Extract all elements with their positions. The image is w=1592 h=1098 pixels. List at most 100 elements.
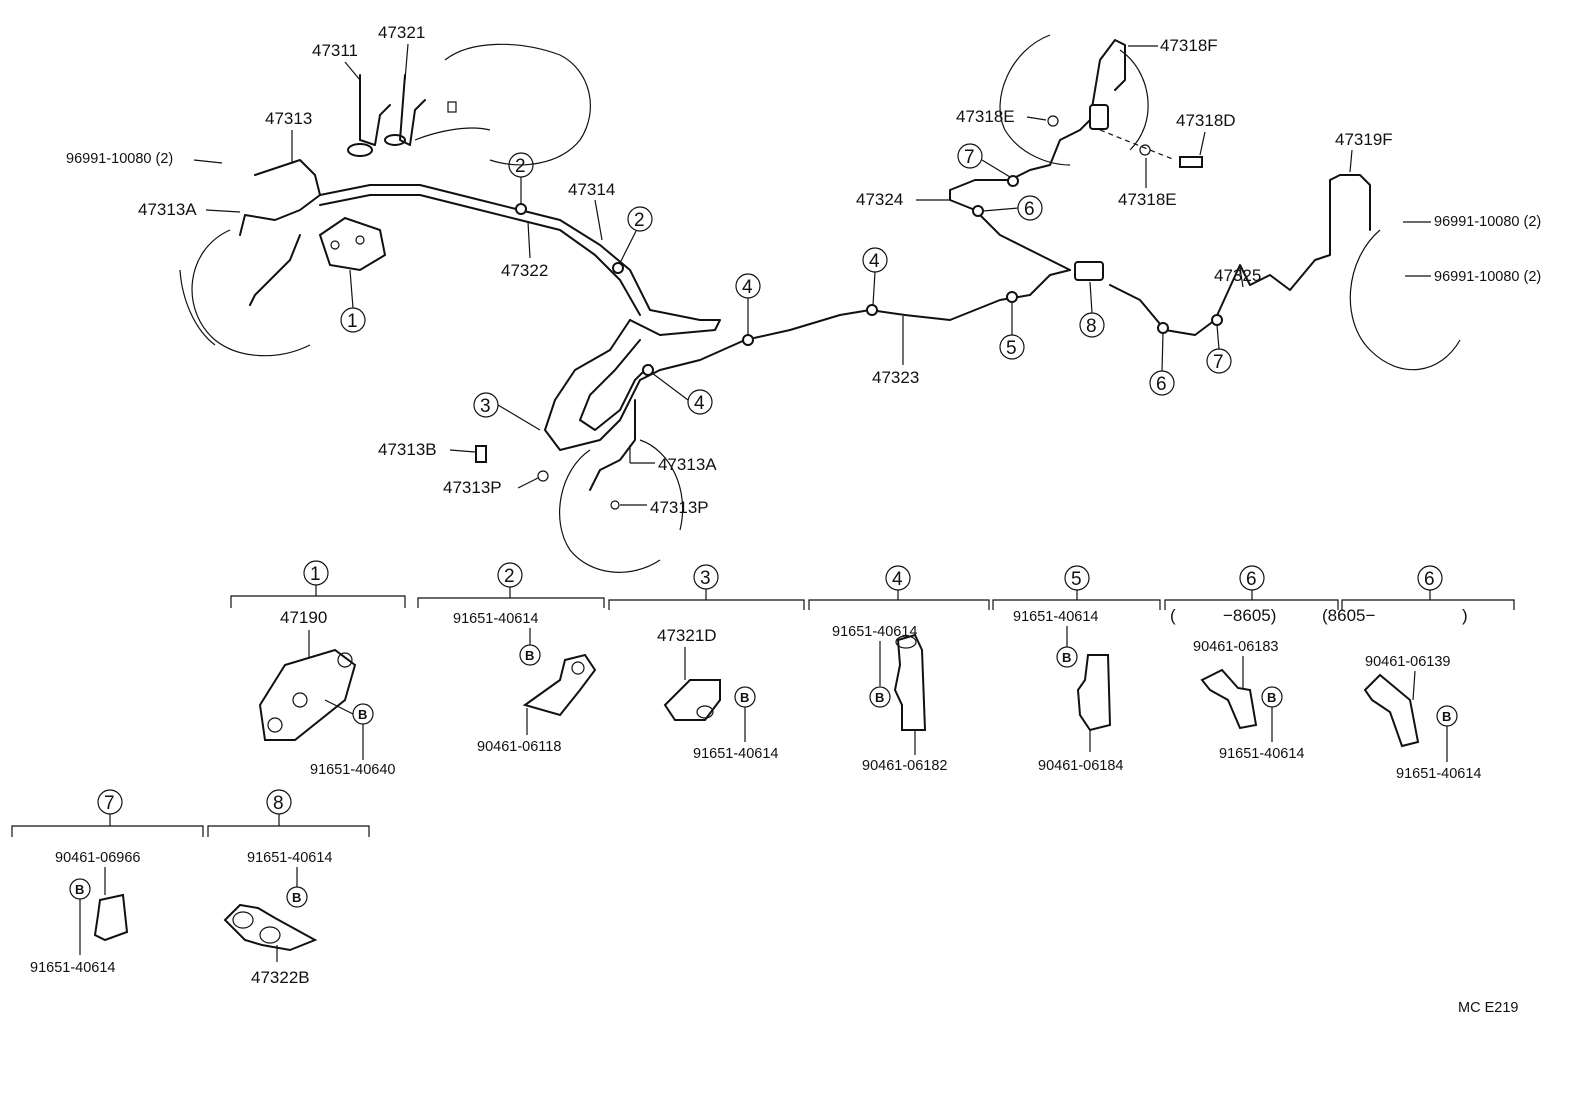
label-47318E-top: 47318E	[956, 107, 1015, 126]
callout-5-upper: 5	[999, 302, 1025, 360]
diagram-code: MC E219	[1458, 1000, 1518, 1016]
detail-5-bolt: 91651-40614	[1013, 609, 1098, 625]
svg-text:6: 6	[1156, 374, 1167, 395]
detail-1: 1 47190 B 91651-40640	[230, 560, 406, 778]
svg-text:B: B	[292, 890, 301, 905]
callout-7-upper-a: 7	[957, 143, 1011, 178]
callout-7-upper-b: 7	[1206, 324, 1232, 374]
label-47322: 47322	[501, 261, 548, 280]
label-47323: 47323	[872, 368, 919, 387]
callout-6-upper-a: 6	[982, 195, 1043, 221]
proportioning-valve	[318, 216, 387, 272]
svg-text:B: B	[1442, 709, 1451, 724]
callout-6-upper-b: 6	[1149, 332, 1175, 396]
detail-6a-clamp: 90461-06183	[1193, 639, 1278, 655]
label-47313P-right: 47313P	[650, 498, 709, 517]
detail-6b-bolt: 91651-40614	[1396, 766, 1481, 782]
detail-7-clamp: 90461-06966	[55, 850, 140, 866]
detail-6b-range-close: )	[1462, 606, 1468, 625]
clip-markers	[515, 175, 1223, 376]
detail-2-clamp: 90461-06118	[477, 739, 561, 755]
detail-8: 8 91651-40614 B 47322B	[207, 789, 370, 987]
svg-text:2: 2	[515, 156, 526, 177]
label-47313A-left: 47313A	[138, 200, 197, 219]
rear-left-brake-drum	[999, 34, 1149, 166]
detail-2: 2 91651-40614 B 90461-06118	[417, 562, 605, 755]
callout-1-upper: 1	[340, 269, 366, 333]
svg-text:4: 4	[869, 251, 880, 272]
detail-8-part-number: 47322B	[251, 968, 310, 987]
svg-text:3: 3	[480, 396, 491, 417]
callout-3-upper: 3	[473, 392, 541, 431]
detail-7-bolt: 91651-40614	[30, 960, 115, 976]
label-47314: 47314	[568, 180, 615, 199]
detail-6a-range: −8605)	[1223, 606, 1276, 625]
svg-text:B: B	[1062, 650, 1071, 665]
detail-3-bolt: 91651-40614	[693, 746, 778, 762]
label-96991-10080-right-2: 96991-10080 (2)	[1434, 269, 1541, 285]
svg-text:5: 5	[1006, 338, 1017, 359]
svg-text:1: 1	[347, 311, 358, 332]
callout-8-upper: 8	[1079, 281, 1105, 338]
svg-text:5: 5	[1071, 569, 1082, 590]
detail-5: 5 91651-40614 B 90461-06184	[992, 565, 1161, 774]
callout-circles-upper: 1 2 2 3 4 4 4 5 6 6 7 7 8	[340, 143, 1232, 431]
label-47313: 47313	[265, 109, 312, 128]
label-47318F: 47318F	[1160, 36, 1218, 55]
detail-6-before-8605: 6 ( −8605) 90461-06183 B 91651-40614	[1164, 565, 1339, 762]
label-47318D: 47318D	[1176, 111, 1236, 130]
label-96991-10080-right-1: 96991-10080 (2)	[1434, 214, 1541, 230]
svg-text:3: 3	[700, 568, 711, 589]
svg-text:1: 1	[310, 564, 321, 585]
label-47313B: 47313B	[378, 440, 437, 459]
callout-4-upper-c: 4	[651, 372, 713, 415]
detail-1-bolt: 91651-40640	[310, 762, 395, 778]
label-47321: 47321	[378, 23, 425, 42]
upper-part-labels: 47311 47321 47313 96991-10080 (2) 47313A…	[66, 23, 1541, 517]
svg-text:8: 8	[273, 793, 284, 814]
svg-text:B: B	[75, 882, 84, 897]
svg-text:4: 4	[742, 277, 753, 298]
callout-4-upper-b: 4	[862, 247, 888, 306]
label-47311: 47311	[312, 41, 358, 60]
svg-text:6: 6	[1424, 569, 1435, 590]
label-47318E-bottom: 47318E	[1118, 190, 1177, 209]
master-cylinder-booster	[414, 43, 591, 166]
detail-3-part-number: 47321D	[657, 626, 717, 645]
detail-6b-range: (8605−	[1322, 606, 1375, 625]
detail-3: 3 47321D B 91651-40614	[608, 564, 805, 762]
label-47325: 47325	[1214, 266, 1261, 285]
label-47324: 47324	[856, 190, 903, 209]
svg-text:B: B	[1267, 690, 1276, 705]
svg-text:B: B	[358, 707, 367, 722]
svg-text:B: B	[740, 690, 749, 705]
rear-right-brake-drum	[1349, 229, 1461, 371]
detail-4-clamp: 90461-06182	[862, 758, 947, 774]
callout-2-upper-a: 2	[508, 152, 534, 205]
detail-2-bolt: 91651-40614	[453, 611, 538, 627]
svg-text:7: 7	[104, 793, 115, 814]
label-47313P-left: 47313P	[443, 478, 502, 497]
front-right-brake-drum	[559, 439, 684, 573]
detail-6-after-8605: 6 (8605− ) 90461-06139 B 91651-40614	[1322, 565, 1515, 782]
detail-4: 4 91651-40614 B 90461-06182	[808, 565, 990, 774]
detail-7: 7 90461-06966 B 91651-40614	[11, 789, 204, 976]
svg-text:2: 2	[504, 566, 515, 587]
brake-pipe-network	[239, 39, 1371, 491]
detail-8-bolt: 91651-40614	[247, 850, 332, 866]
detail-6a-bolt: 91651-40614	[1219, 746, 1304, 762]
detail-6a-range-open: (	[1170, 606, 1176, 625]
label-96991-10080-top-left: 96991-10080 (2)	[66, 151, 173, 167]
svg-text:4: 4	[694, 393, 705, 414]
svg-text:2: 2	[634, 210, 645, 231]
callout-2-upper-b: 2	[619, 206, 653, 264]
detail-6b-clamp: 90461-06139	[1365, 654, 1450, 670]
svg-text:4: 4	[892, 569, 903, 590]
label-47319F: 47319F	[1335, 130, 1393, 149]
detail-5-clamp: 90461-06184	[1038, 758, 1123, 774]
svg-text:7: 7	[964, 147, 975, 168]
svg-text:B: B	[875, 690, 884, 705]
svg-text:6: 6	[1024, 199, 1035, 220]
callout-4-upper-a: 4	[735, 273, 761, 335]
